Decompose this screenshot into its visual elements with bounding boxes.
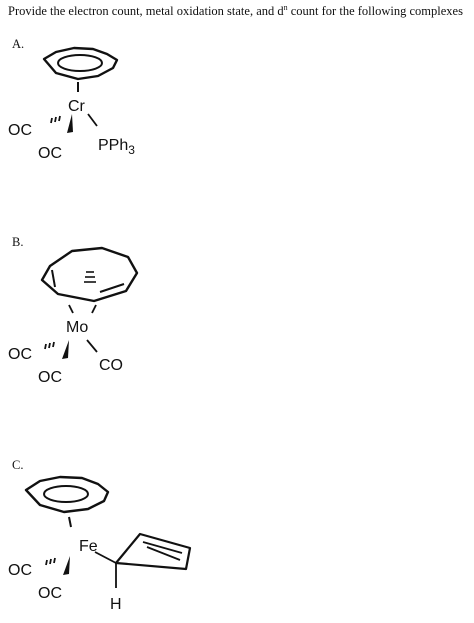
part-a-label: A. — [12, 37, 25, 51]
ligand-oc-lower-a: OC — [38, 145, 62, 162]
svg-text:PPh3: PPh3 — [98, 137, 135, 157]
question-text: Provide the electron count, metal oxidat… — [8, 4, 474, 19]
metal-carbon-bond-c — [94, 551, 117, 564]
ligand-pph-subscript-a: 3 — [128, 143, 135, 157]
ring-circle-a — [57, 54, 103, 72]
metal-carbonyl-bond-b — [86, 339, 98, 353]
question-superscript: n — [283, 4, 288, 12]
wedge-bond-c — [63, 556, 70, 575]
ligand-oc-lower-b: OC — [38, 369, 62, 386]
complex-c-structure: Fe OC OC H — [8, 475, 192, 613]
ligand-pph-a: PPh — [98, 137, 128, 154]
part-c-label: C. — [12, 458, 24, 472]
question-tail: count for the following complexes — [287, 4, 463, 18]
complex-b-structure: Mo OC OC CO — [8, 246, 139, 386]
metal-label-cr: Cr — [68, 98, 86, 115]
metal-label-mo: Mo — [66, 319, 88, 336]
ligand-oc-upper-c: OC — [8, 562, 32, 579]
metal-label-fe: Fe — [79, 538, 98, 555]
ligand-co-right-b: CO — [99, 357, 123, 374]
wedge-bond-a — [67, 114, 73, 133]
ligand-oc-lower-c: OC — [38, 585, 62, 602]
cyclopentadienyl-ring-c — [24, 475, 110, 514]
allyl-ring-c — [114, 532, 192, 571]
question-main: Provide the electron count, metal oxidat… — [8, 4, 284, 18]
part-b-label: B. — [12, 235, 24, 249]
hydrogen-label-c: H — [110, 596, 122, 613]
ligand-oc-upper-a: OC — [8, 122, 32, 139]
metal-phosphine-bond-a — [87, 113, 98, 127]
complex-a-structure: Cr OC OC PPh3 — [8, 46, 135, 162]
ring-metal-bond-c — [68, 516, 72, 528]
cycloheptatrienyl-ring-b — [40, 246, 139, 303]
ligand-oc-upper-b: OC — [8, 346, 32, 363]
ring-circle-c — [43, 485, 89, 503]
cyclopentadienyl-ring-a — [42, 46, 119, 81]
wedge-bond-b — [62, 340, 69, 359]
